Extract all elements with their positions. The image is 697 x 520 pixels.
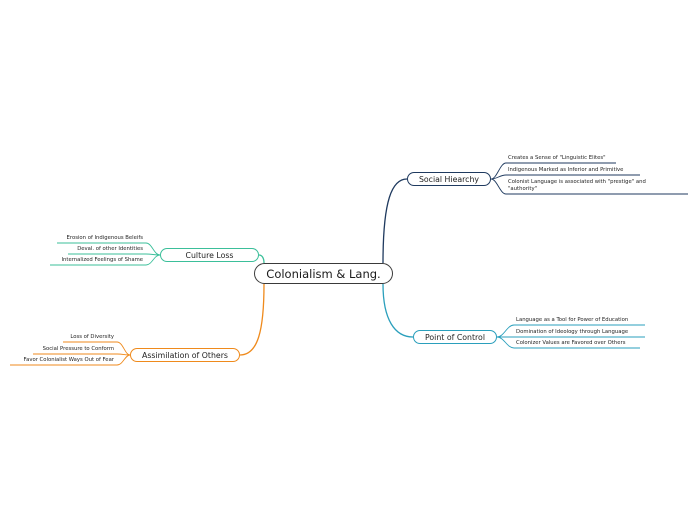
leaf-assimilation-diversity[interactable]: Loss of Diversity bbox=[70, 334, 114, 340]
leaf-social-authority[interactable]: "authority" bbox=[508, 186, 538, 192]
link-assimilation-3 bbox=[10, 354, 131, 366]
link-control-3 bbox=[496, 336, 640, 349]
leaf-culture-devaluation[interactable]: Deval. of other Identities bbox=[77, 246, 143, 252]
link-central-social bbox=[382, 178, 408, 264]
link-central-assimilation bbox=[239, 283, 265, 356]
leaf-social-linguistic-elites[interactable]: Creates a Sense of "Linguistic Elites" bbox=[508, 155, 606, 161]
leaf-control-ideology[interactable]: Domination of Ideology through Language bbox=[516, 329, 629, 335]
leaf-control-education[interactable]: Language as a Tool for Power of Educatio… bbox=[516, 317, 629, 323]
leaf-culture-erosion[interactable]: Erosion of Indigenous Beleifs bbox=[66, 235, 143, 241]
leaf-assimilation-fear[interactable]: Favor Colonialist Ways Out of Fear bbox=[23, 357, 114, 363]
link-social-3 bbox=[490, 178, 688, 195]
central-topic[interactable]: Colonialism & Lang. bbox=[254, 263, 393, 284]
leaf-social-prestige[interactable]: Colonist Language is associated with "pr… bbox=[508, 179, 646, 185]
link-assimilation-2 bbox=[33, 353, 131, 356]
leaf-assimilation-conform[interactable]: Social Pressure to Conform bbox=[42, 346, 114, 352]
topic-point-of-control[interactable]: Point of Control bbox=[413, 330, 497, 344]
link-social-2 bbox=[490, 174, 640, 180]
link-central-control bbox=[382, 283, 414, 338]
topic-social-hierarchy[interactable]: Social Hiearchy bbox=[407, 172, 491, 186]
link-central-culture bbox=[258, 254, 265, 264]
topic-assimilation-of-others[interactable]: Assimilation of Others bbox=[130, 348, 240, 362]
topic-culture-loss[interactable]: Culture Loss bbox=[160, 248, 259, 262]
leaf-culture-shame[interactable]: Internalized Feelings of Shame bbox=[61, 257, 143, 263]
link-culture-2 bbox=[68, 253, 161, 256]
link-culture-3 bbox=[50, 254, 161, 266]
leaf-social-indigenous-inferior[interactable]: Indigenous Marked as Inferior and Primit… bbox=[508, 167, 624, 173]
leaf-control-values[interactable]: Colonizer Values are Favored over Others bbox=[516, 340, 626, 346]
